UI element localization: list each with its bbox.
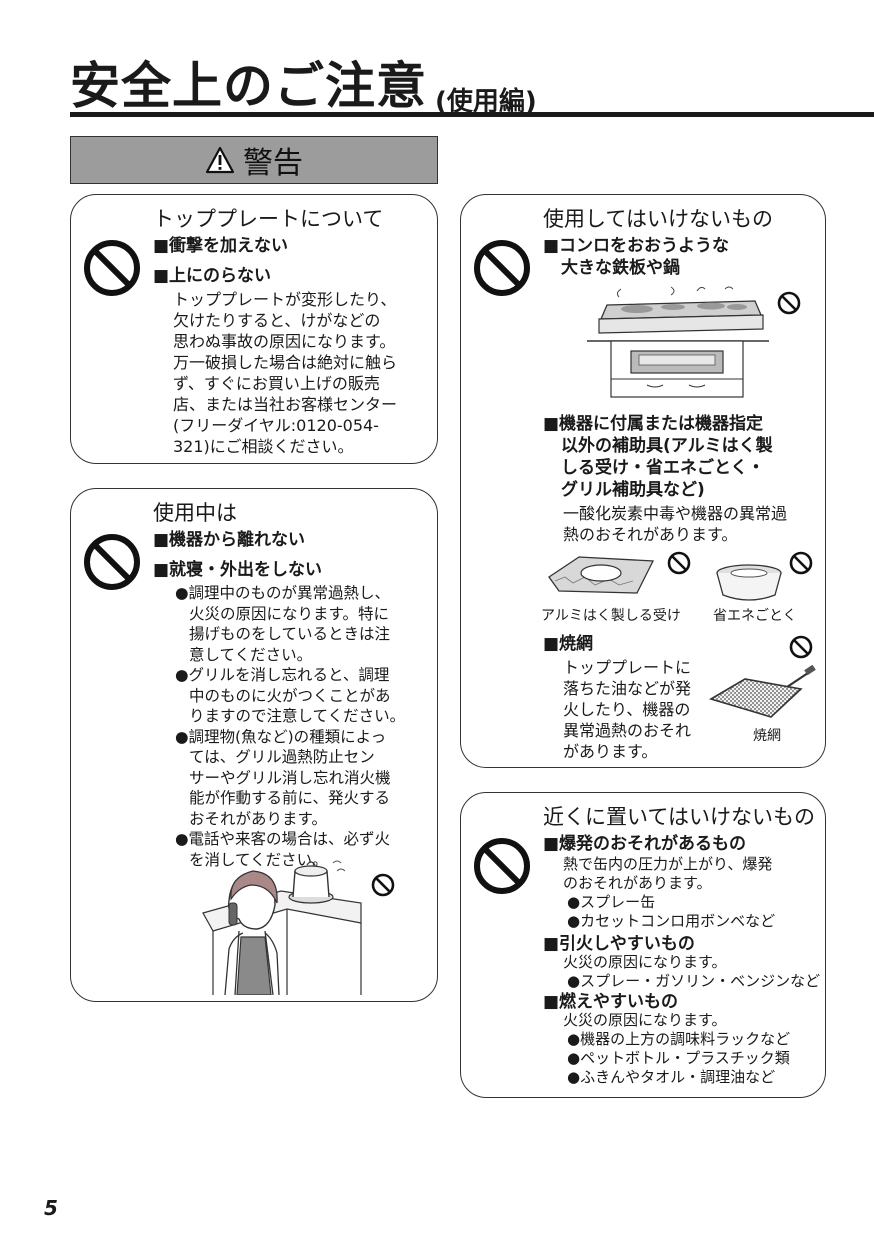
prohibited-small-icon <box>667 551 691 575</box>
body-line: 熱で缶内の圧力が上がり、爆発 <box>563 855 773 873</box>
warning-banner: 警告 <box>70 136 438 184</box>
prohibited-icon <box>84 240 140 296</box>
body-line: (フリーダイヤル:0120-054- <box>173 416 379 435</box>
bullet-line: ●ふきんやタオル・調理油など <box>567 1068 776 1086</box>
near-group-1-title: ■爆発のおそれがあるもの <box>543 834 747 854</box>
not-use-item-3-body: トッププレートに 落ちた油などが発 火したり、機器の 異常過熱のおそれ がありま… <box>563 657 691 762</box>
page-title: 安全上のご注意(使用編) <box>70 46 537 117</box>
near-group-2-title: ■引火しやすいもの <box>543 934 695 954</box>
not-use-box: 使用してはいけないもの ■コンロをおおうような 大きな鉄板や鍋 ■機器に付属また… <box>460 194 826 768</box>
energy-trivet-illustration <box>716 564 782 601</box>
bullet-line: ●スプレー缶 <box>567 893 656 911</box>
body-line: 万一破損した場合は絶対に触ら <box>173 353 398 372</box>
not-use-item-2: ■機器に付属または機器指定 以外の補助具(アルミはく製 しる受け・省エネごとく・… <box>543 413 773 501</box>
bullet-line: ●調理中のものが異常過熱し、 <box>175 584 391 602</box>
bullet-line: ●スプレー・ガソリン・ベンジンなど <box>567 972 821 990</box>
bullet-line: ●機器の上方の調味料ラックなど <box>567 1030 791 1048</box>
item-line: 以外の補助具(アルミはく製 <box>561 436 773 456</box>
prohibited-icon <box>474 240 530 296</box>
body-line: 欠けたりすると、けがなどの <box>173 311 381 330</box>
page-number: 5 <box>44 1196 58 1220</box>
prohibited-small-icon <box>371 873 395 897</box>
item-line: 大きな鉄板や鍋 <box>561 258 680 278</box>
body-line: 321)にご相談ください。 <box>173 437 354 456</box>
not-use-item-1: ■コンロをおおうような 大きな鉄板や鍋 <box>543 235 729 279</box>
body-line: 火したり、機器の <box>563 700 691 719</box>
body-line: があります。 <box>563 742 658 761</box>
warning-label: 警告 <box>243 146 303 181</box>
not-use-heading: 使用してはいけないもの <box>543 207 773 231</box>
grill-net-illustration <box>709 665 816 718</box>
near-group-2-body: 火災の原因になります。 ●スプレー・ガソリン・ベンジンなど <box>563 953 820 991</box>
near-group-1-body: 熱で缶内の圧力が上がり、爆発 のおそれがあります。 ●スプレー缶 ●カセットコン… <box>563 855 775 931</box>
aluminum-tray-illustration <box>548 556 655 594</box>
body-line: 火災の原因になります。 <box>563 953 727 971</box>
prohibited-small-icon <box>777 291 801 315</box>
body-line: 落ちた油などが発 <box>563 679 692 698</box>
bullet-line: りますので注意してください。 <box>189 707 406 725</box>
body-line: ず、すぐにお買い上げの販売 <box>173 374 380 393</box>
bullet-line: 揚げものをしているときは注 <box>189 625 391 643</box>
body-line: 熱のおそれがあります。 <box>563 525 738 544</box>
phone-call-illustration <box>202 860 362 995</box>
near-group-3-body: 火災の原因になります。 ●機器の上方の調味料ラックなど ●ペットボトル・プラスチ… <box>563 1011 790 1087</box>
body-line: のおそれがあります。 <box>563 874 712 892</box>
caption-aluminum-tray: アルミはく製しる受け <box>541 608 681 624</box>
body-line: 異常過熱のおそれ <box>563 721 692 740</box>
in-use-bullets: ●調理中のものが異常過熱し、 火災の原因になります。特に 揚げものをしているとき… <box>175 583 405 870</box>
in-use-item-2: ■就寝・外出をしない <box>153 560 323 580</box>
title-rule <box>70 112 874 117</box>
top-plate-box: トッププレートについて ■衝撃を加えない ■上にのらない トッププレートが変形し… <box>70 194 438 464</box>
body-line: 一酸化炭素中毒や機器の異常過 <box>563 504 788 523</box>
near-group-3-title: ■燃えやすいもの <box>543 992 679 1012</box>
near-heading: 近くに置いてはいけないもの <box>543 805 815 829</box>
not-use-item-2-body: 一酸化炭素中毒や機器の異常過 熱のおそれがあります。 <box>563 503 787 545</box>
bullet-line: 火災の原因になります。特に <box>189 604 389 623</box>
top-plate-item-1: ■衝撃を加えない <box>153 236 289 256</box>
top-plate-heading: トッププレートについて <box>153 207 384 231</box>
bullet-line: ●カセットコンロ用ボンベなど <box>567 912 776 930</box>
near-box: 近くに置いてはいけないもの ■爆発のおそれがあるもの 熱で缶内の圧力が上がり、爆… <box>460 792 826 1098</box>
bullet-line: を消してください。 <box>189 850 328 869</box>
bullet-line: 意してください。 <box>189 645 313 664</box>
caption-grill-net: 焼網 <box>753 728 781 744</box>
bullet-line: ●グリルを消し忘れると、調理 <box>175 666 390 684</box>
in-use-item-1: ■機器から離れない <box>153 530 306 550</box>
bullet-line: おそれがあります。 <box>189 809 327 828</box>
body-line: 火災の原因になります。 <box>563 1011 727 1029</box>
bullet-line: ●電話や来客の場合は、必ず火 <box>175 830 391 848</box>
bullet-line: 能が作動する前に、発火する <box>189 789 391 807</box>
item-line: ■機器に付属または機器指定 <box>543 414 764 434</box>
prohibited-small-icon <box>789 551 813 575</box>
body-line: 思わぬ事故の原因になります。 <box>173 332 396 351</box>
warning-triangle-icon <box>205 146 235 174</box>
bullet-line: ては、グリル過熱防止セン <box>189 748 375 766</box>
top-plate-item-2: ■上にのらない <box>153 266 272 286</box>
body-line: 店、または当社お客様センター <box>173 395 398 414</box>
not-use-item-3: ■焼網 <box>543 634 594 654</box>
prohibited-icon <box>84 534 140 590</box>
item-line: ■コンロをおおうような <box>543 236 730 256</box>
bullet-line: ●ペットボトル・プラスチック類 <box>567 1049 790 1067</box>
caption-energy-trivet: 省エネごとく <box>713 608 797 624</box>
bullet-line: 中のものに火がつくことがあ <box>189 686 391 705</box>
bullet-line: サーやグリル消し忘れ消火機 <box>189 768 391 787</box>
stove-with-plate-illustration <box>587 286 769 398</box>
bullet-line: ●調理物(魚など)の種類によっ <box>175 727 387 746</box>
body-line: トッププレートが変形したり、 <box>173 290 397 309</box>
in-use-heading: 使用中は <box>153 501 237 525</box>
item-line: しる受け・省エネごとく・ <box>561 458 765 478</box>
top-plate-body: トッププレートが変形したり、 欠けたりすると、けがなどの 思わぬ事故の原因になり… <box>173 289 397 457</box>
prohibited-icon <box>474 838 530 894</box>
prohibited-small-icon <box>789 635 813 659</box>
body-line: トッププレートに <box>563 658 692 677</box>
item-line: グリル補助具など) <box>561 480 705 500</box>
title-main: 安全上のご注意 <box>70 57 427 115</box>
in-use-box: 使用中は ■機器から離れない ■就寝・外出をしない ●調理中のものが異常過熱し、… <box>70 488 438 1002</box>
